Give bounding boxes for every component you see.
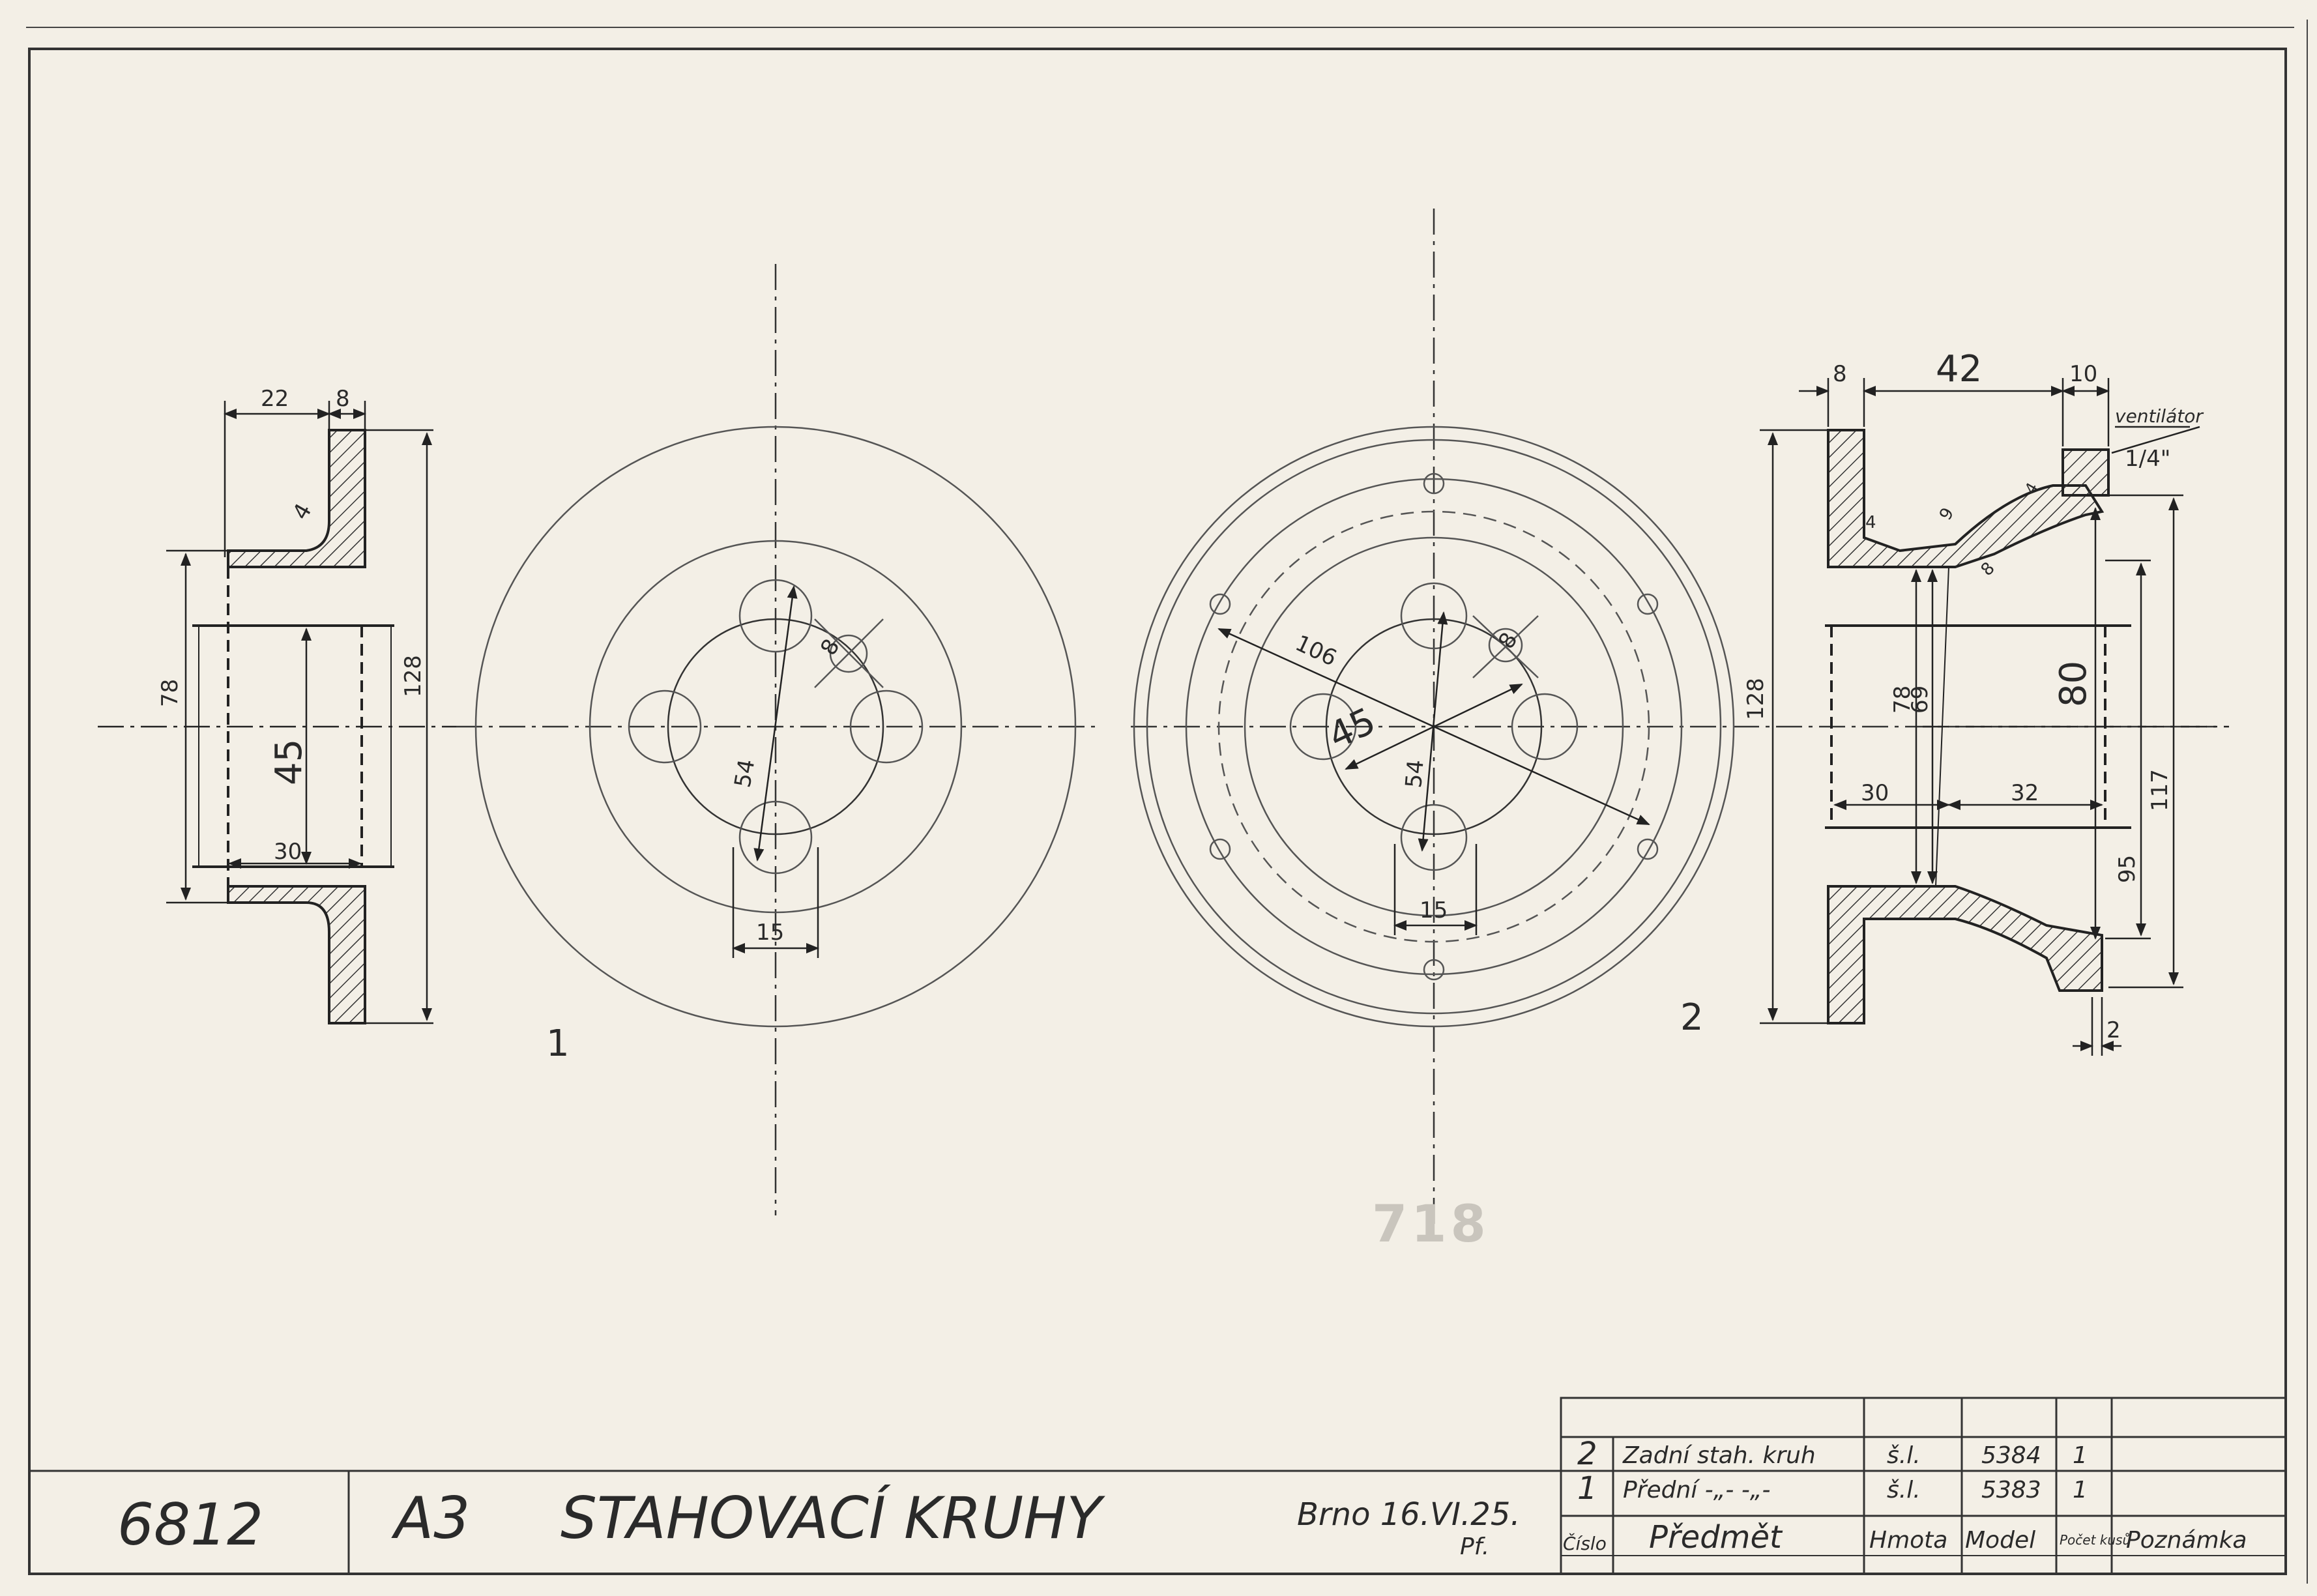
row-2-material: š.l. [1887,1442,1921,1469]
drawer-initials: Pf. [1460,1533,1489,1560]
part1-dim-30: 30 [274,839,302,865]
part2-dim-r8: 8 [1977,559,1999,580]
part2-dim-r9: 9 [1936,504,1958,523]
part2-dim-54: 54 [1401,759,1429,789]
part1-label: 1 [546,1023,570,1065]
part2-dim-32: 32 [2011,780,2039,806]
part1-front-view [456,264,1101,1215]
stamp-mark: 718 [1372,1195,1490,1254]
part1-dim-8: 8 [336,386,350,412]
part2-dim-69: 69 [1907,686,1933,714]
part2-front-dimensions [1217,611,1650,935]
part2-dim-2: 2 [2106,1017,2121,1043]
drawing-date: Brno 16.VI.25. [1297,1496,1521,1533]
header-model: Model [1965,1527,2035,1554]
part2-dim-15: 15 [1420,897,1448,923]
part2-dim-r4: 4 [1865,513,1876,532]
row-1-count: 1 [2073,1477,2088,1503]
part1-front-dimensions [732,585,819,958]
part2-dim-8: 8 [1833,361,1847,387]
part1-dim-128: 128 [400,655,426,697]
part2-dim-30: 30 [1861,780,1889,806]
title-block [29,1397,2287,1575]
row-1-material: š.l. [1887,1477,1921,1503]
part2-front-view [1131,209,2216,1225]
row-2-item: Zadní stah. kruh [1622,1442,1816,1469]
header-item: Předmět [1649,1519,1783,1556]
part2-dim-hole-8: 8 [1493,628,1523,654]
header-material: Hmota [1869,1527,1947,1554]
part2-dim-80: 80 [2052,661,2095,707]
header-note: Poznámka [2126,1527,2247,1554]
part2-section-view [1825,429,2131,1024]
row-2-count: 1 [2073,1442,2088,1469]
part2-dim-78: 78 [1889,686,1916,714]
part1-section-dimensions [98,401,456,1024]
part1-dim-54: 54 [729,757,760,790]
part1-dim-hole-8: 8 [815,635,845,660]
row-2-number: 2 [1577,1436,1597,1472]
part2-label: 2 [1680,996,1704,1039]
part2-dim-128: 128 [1743,678,1769,720]
row-2-model: 5384 [1981,1442,2041,1469]
header-number: Číslo [1563,1532,1607,1554]
paper-format: A3 [391,1485,470,1552]
part2-dim-10: 10 [2069,361,2097,387]
part1-dim-r4: 4 [287,499,317,525]
part1-dim-45: 45 [268,739,310,785]
part2-dim-95: 95 [2114,855,2140,883]
part2-section-dimensions [1760,378,2229,1056]
part1-dim-78: 78 [157,679,183,707]
header-count: Počet kusů [2060,1532,2131,1548]
drawing-title: STAHOVACÍ KRUHY [561,1485,1105,1552]
row-1-item: Přední -„- -„- [1623,1477,1770,1503]
part2-dim-45: 45 [1322,700,1382,758]
row-1-number: 1 [1577,1470,1597,1507]
part2-dim-117: 117 [2147,769,2173,811]
part1-dim-22: 22 [261,386,289,412]
part2-dim-42: 42 [1936,348,1982,390]
part1-section-view [192,429,394,1024]
row-1-model: 5383 [1981,1477,2041,1503]
part2-ventilator-note: ventilátor [2115,405,2204,427]
sheet-border [28,48,2287,1575]
part2-thread-note: 1/4" [2125,446,2170,472]
drawing-number: 6812 [117,1491,263,1558]
part1-dim-15: 15 [756,920,784,946]
